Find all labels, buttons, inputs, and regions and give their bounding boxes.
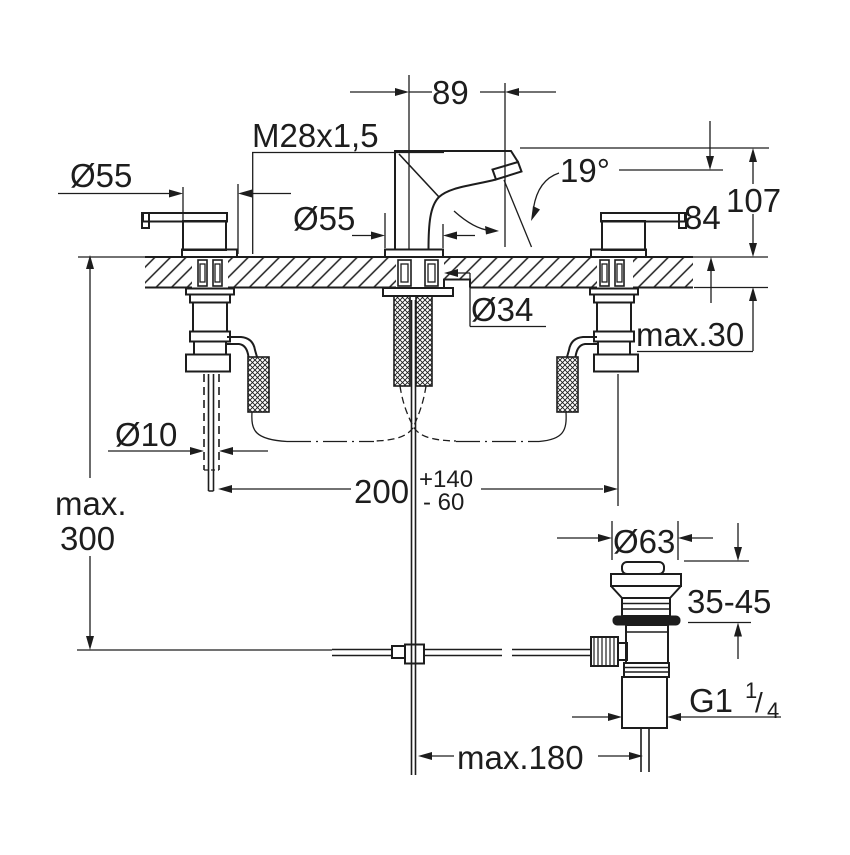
dimension-d34: Ø34 [444, 269, 546, 328]
thread-g1-label: G1 [689, 682, 733, 719]
dim-200-tol-plus: +140 [419, 466, 473, 493]
dimension-max30: max.30 [636, 287, 757, 353]
thread-g1-slash: / [755, 687, 763, 718]
pull-rod [410, 300, 417, 775]
dim-84-label: 84 [684, 199, 721, 236]
max-30-label: max.30 [636, 316, 744, 353]
popup-rod-dashed [203, 374, 220, 492]
range-35-45-label: 35-45 [687, 583, 771, 620]
dimension-angle-19: 19° [531, 152, 723, 221]
left-valve [141, 212, 288, 492]
max-300-label-1: max. [55, 485, 127, 522]
dim-107-label: 107 [726, 182, 781, 219]
dia-55-left-label: Ø55 [70, 157, 132, 194]
dimension-max300: max. 300 [55, 255, 332, 651]
dimension-d55-center: Ø55 [293, 200, 475, 248]
max-300-label-2: 300 [60, 520, 115, 557]
dimension-g114: G1 1 / 4 [572, 678, 781, 723]
dimension-m28: M28x1,5 [252, 117, 444, 254]
angle-label: 19° [560, 152, 610, 189]
dimension-d10: Ø10 [108, 416, 268, 455]
center-spout [373, 75, 533, 775]
popup-lever [332, 643, 591, 665]
dimension-35-45: 35-45 [684, 523, 771, 659]
drain-waste-valve [590, 561, 682, 772]
max-180-label: max.180 [457, 739, 584, 776]
dia-55-center-label: Ø55 [293, 200, 355, 237]
dia-63-label: Ø63 [613, 523, 675, 560]
right-valve [538, 212, 687, 443]
thread-g1-numerator: 1 [745, 678, 757, 703]
drain-knob [590, 636, 619, 667]
dimension-107: 107 [520, 147, 781, 257]
dim-89-label: 89 [432, 74, 469, 111]
thread-g1-denominator: 4 [767, 698, 779, 723]
dimension-89: 89 [350, 74, 556, 111]
dia-34-label: Ø34 [471, 291, 533, 328]
countertop [78, 256, 768, 289]
dim-200-tol-minus: - 60 [423, 489, 464, 516]
thread-label: M28x1,5 [252, 117, 379, 154]
mounting-studs [197, 259, 625, 287]
dim-200-label: 200 [354, 473, 409, 510]
drain-tailpipe [621, 676, 668, 729]
drain-gasket [612, 615, 681, 626]
dimension-d63: Ø63 [557, 521, 713, 560]
dia-10-label: Ø10 [115, 416, 177, 453]
dimension-d55-left: Ø55 [58, 157, 291, 254]
dimension-max180: max.180 [418, 739, 643, 776]
dimension-200: 200 +140 - 60 [218, 374, 619, 516]
dimension-84: 84 [684, 121, 721, 303]
